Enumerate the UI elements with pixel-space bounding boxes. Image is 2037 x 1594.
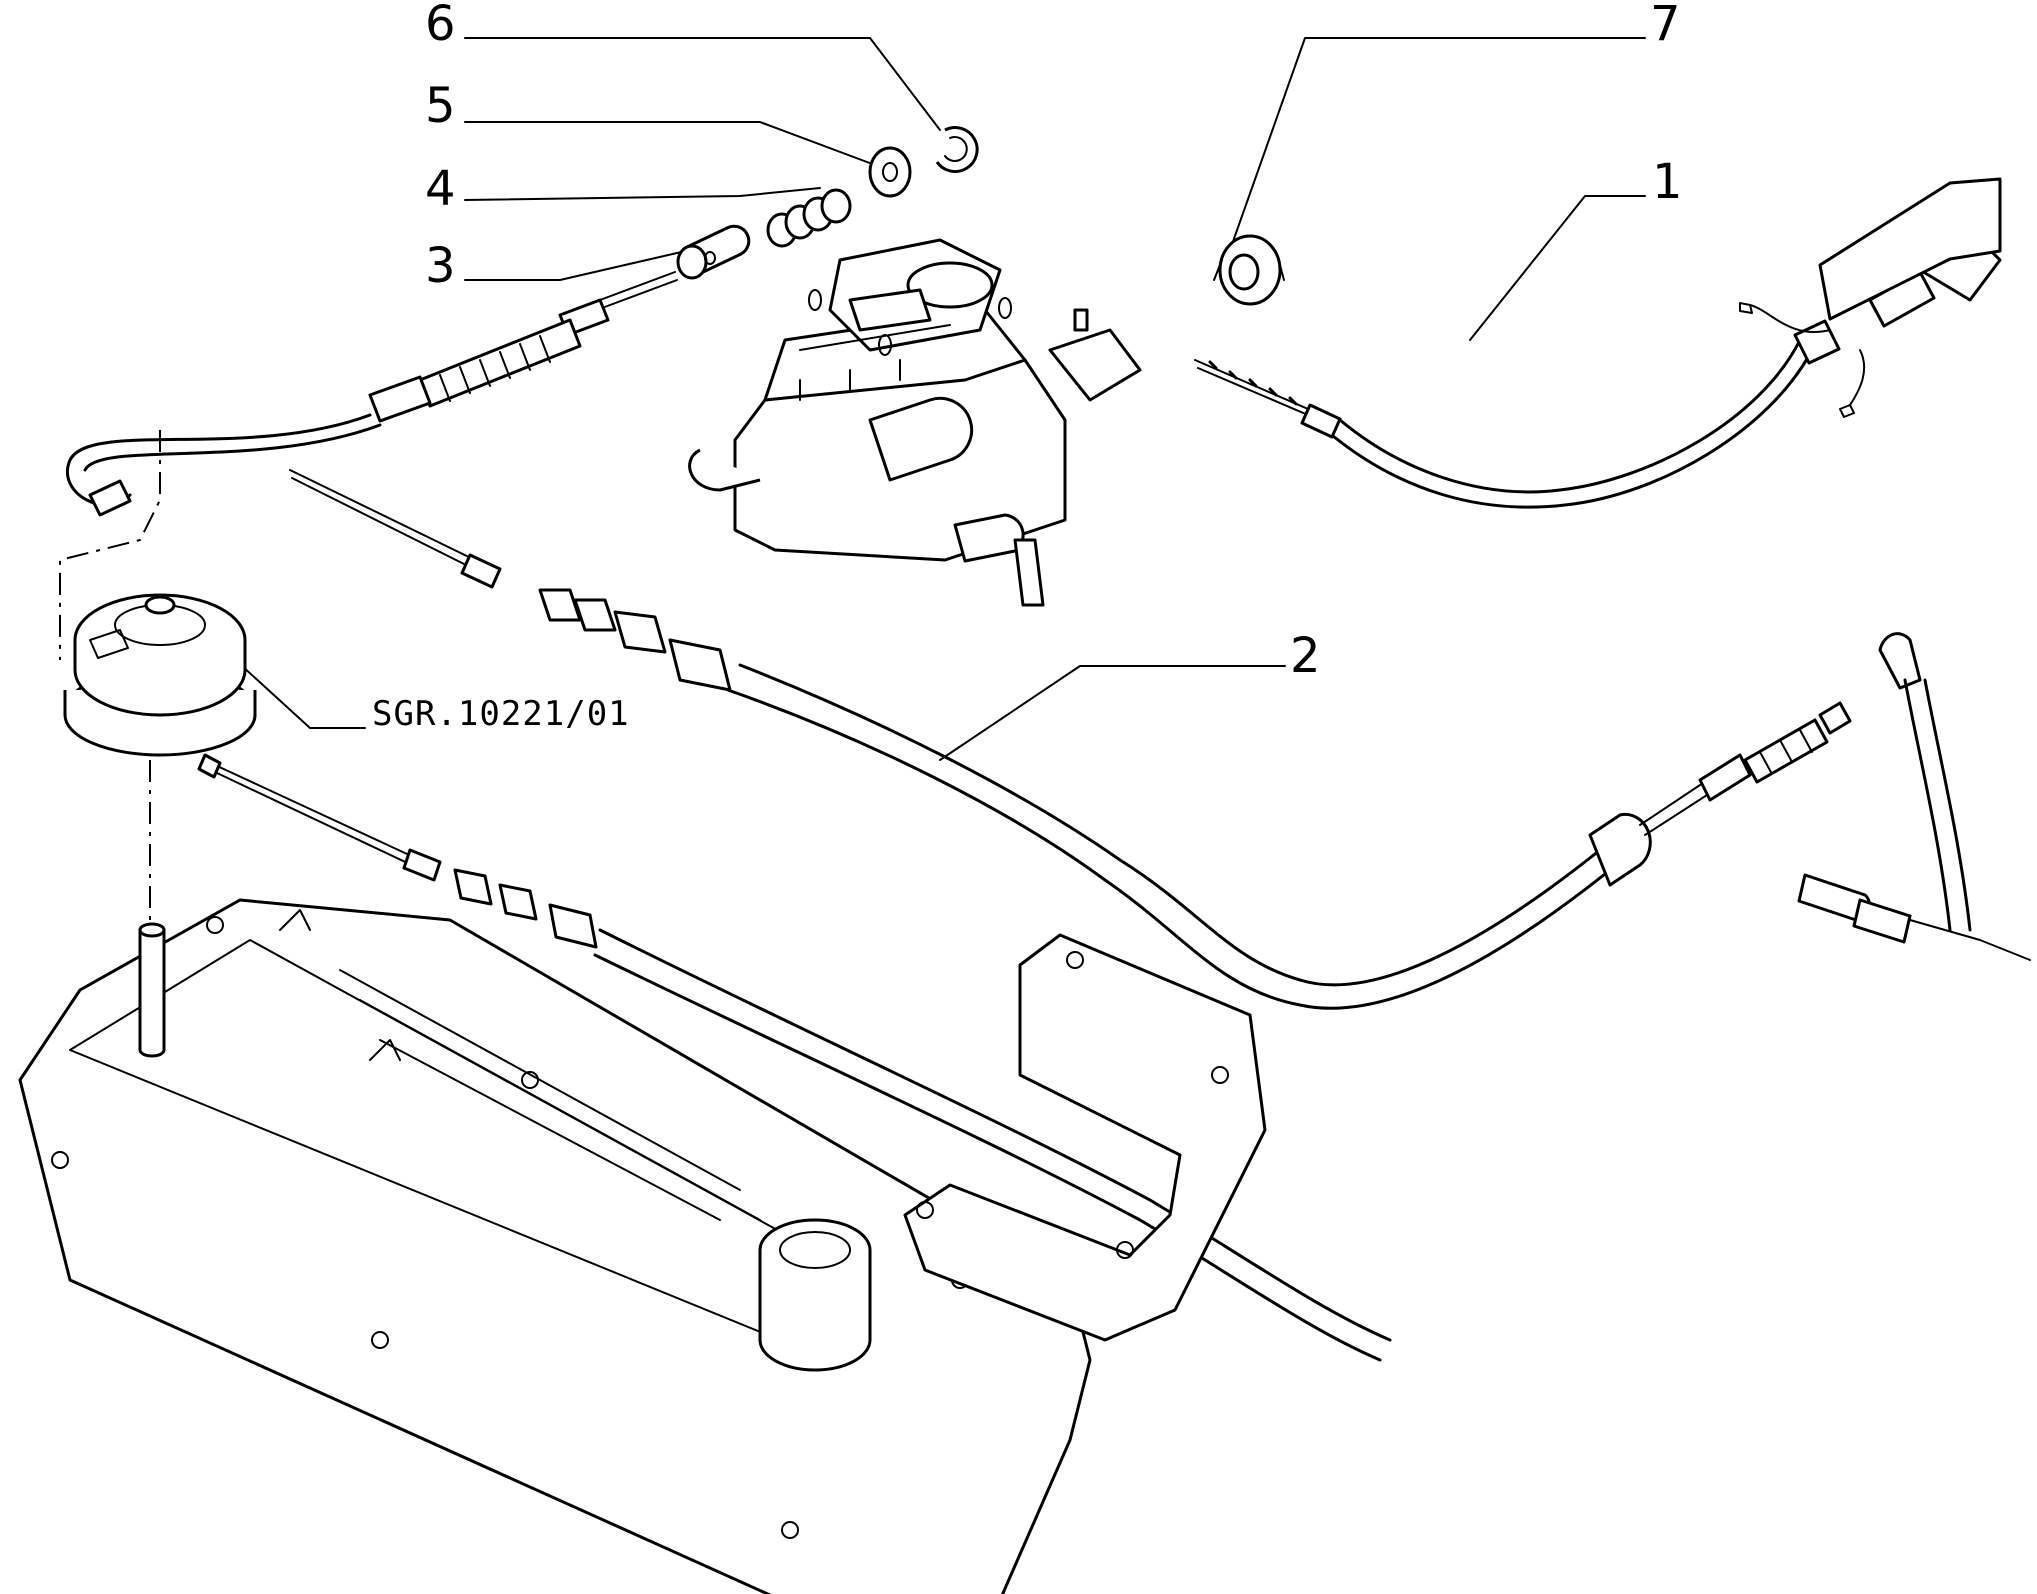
rocker-cover bbox=[18, 898, 1092, 1594]
part-2-accelerator-cable bbox=[66, 271, 1852, 1362]
leader-line-4 bbox=[464, 187, 821, 201]
carburettor bbox=[688, 238, 1142, 607]
part-7-grommet bbox=[1213, 234, 1285, 306]
part-4-spring bbox=[766, 188, 852, 248]
callout-label-1: 1 bbox=[1652, 154, 1683, 210]
part-6-circlip bbox=[935, 126, 979, 173]
callout-5: 5 bbox=[425, 78, 876, 166]
leader-line-2 bbox=[939, 665, 1286, 761]
leader-line-3 bbox=[464, 249, 691, 281]
callout-3: 3 bbox=[425, 238, 691, 294]
callout-label-3: 3 bbox=[425, 238, 456, 294]
callout-6: 6 bbox=[425, 0, 941, 131]
callout-label-5: 5 bbox=[425, 78, 456, 134]
callout-label-7: 7 bbox=[1650, 0, 1681, 52]
part-5-washer bbox=[868, 146, 912, 198]
callout-1: 1 bbox=[1469, 154, 1683, 341]
pedal-linkage bbox=[1797, 632, 2031, 961]
leader-line-reference bbox=[229, 654, 366, 729]
reference-code: SGR.10221/01 bbox=[372, 694, 630, 734]
callout-label-2: 2 bbox=[1290, 628, 1321, 684]
leader-line-1 bbox=[1469, 195, 1646, 341]
throttle-pulley bbox=[63, 593, 257, 757]
leader-line-7 bbox=[1229, 37, 1646, 251]
leader-line-6 bbox=[464, 37, 941, 131]
callout-7: 7 bbox=[1229, 0, 1681, 251]
reference-callout: SGR.10221/01 bbox=[229, 654, 630, 734]
callout-label-4: 4 bbox=[425, 161, 456, 217]
assembly-axis-line bbox=[59, 430, 161, 660]
callout-label-6: 6 bbox=[425, 0, 456, 52]
leader-line-5 bbox=[464, 121, 876, 166]
part-1-choke-cable bbox=[1194, 177, 2002, 509]
part-3-cable-nipple bbox=[676, 224, 751, 280]
cable-bracket bbox=[903, 933, 1267, 1342]
callout-2: 2 bbox=[939, 628, 1321, 761]
callout-4: 4 bbox=[425, 161, 821, 217]
